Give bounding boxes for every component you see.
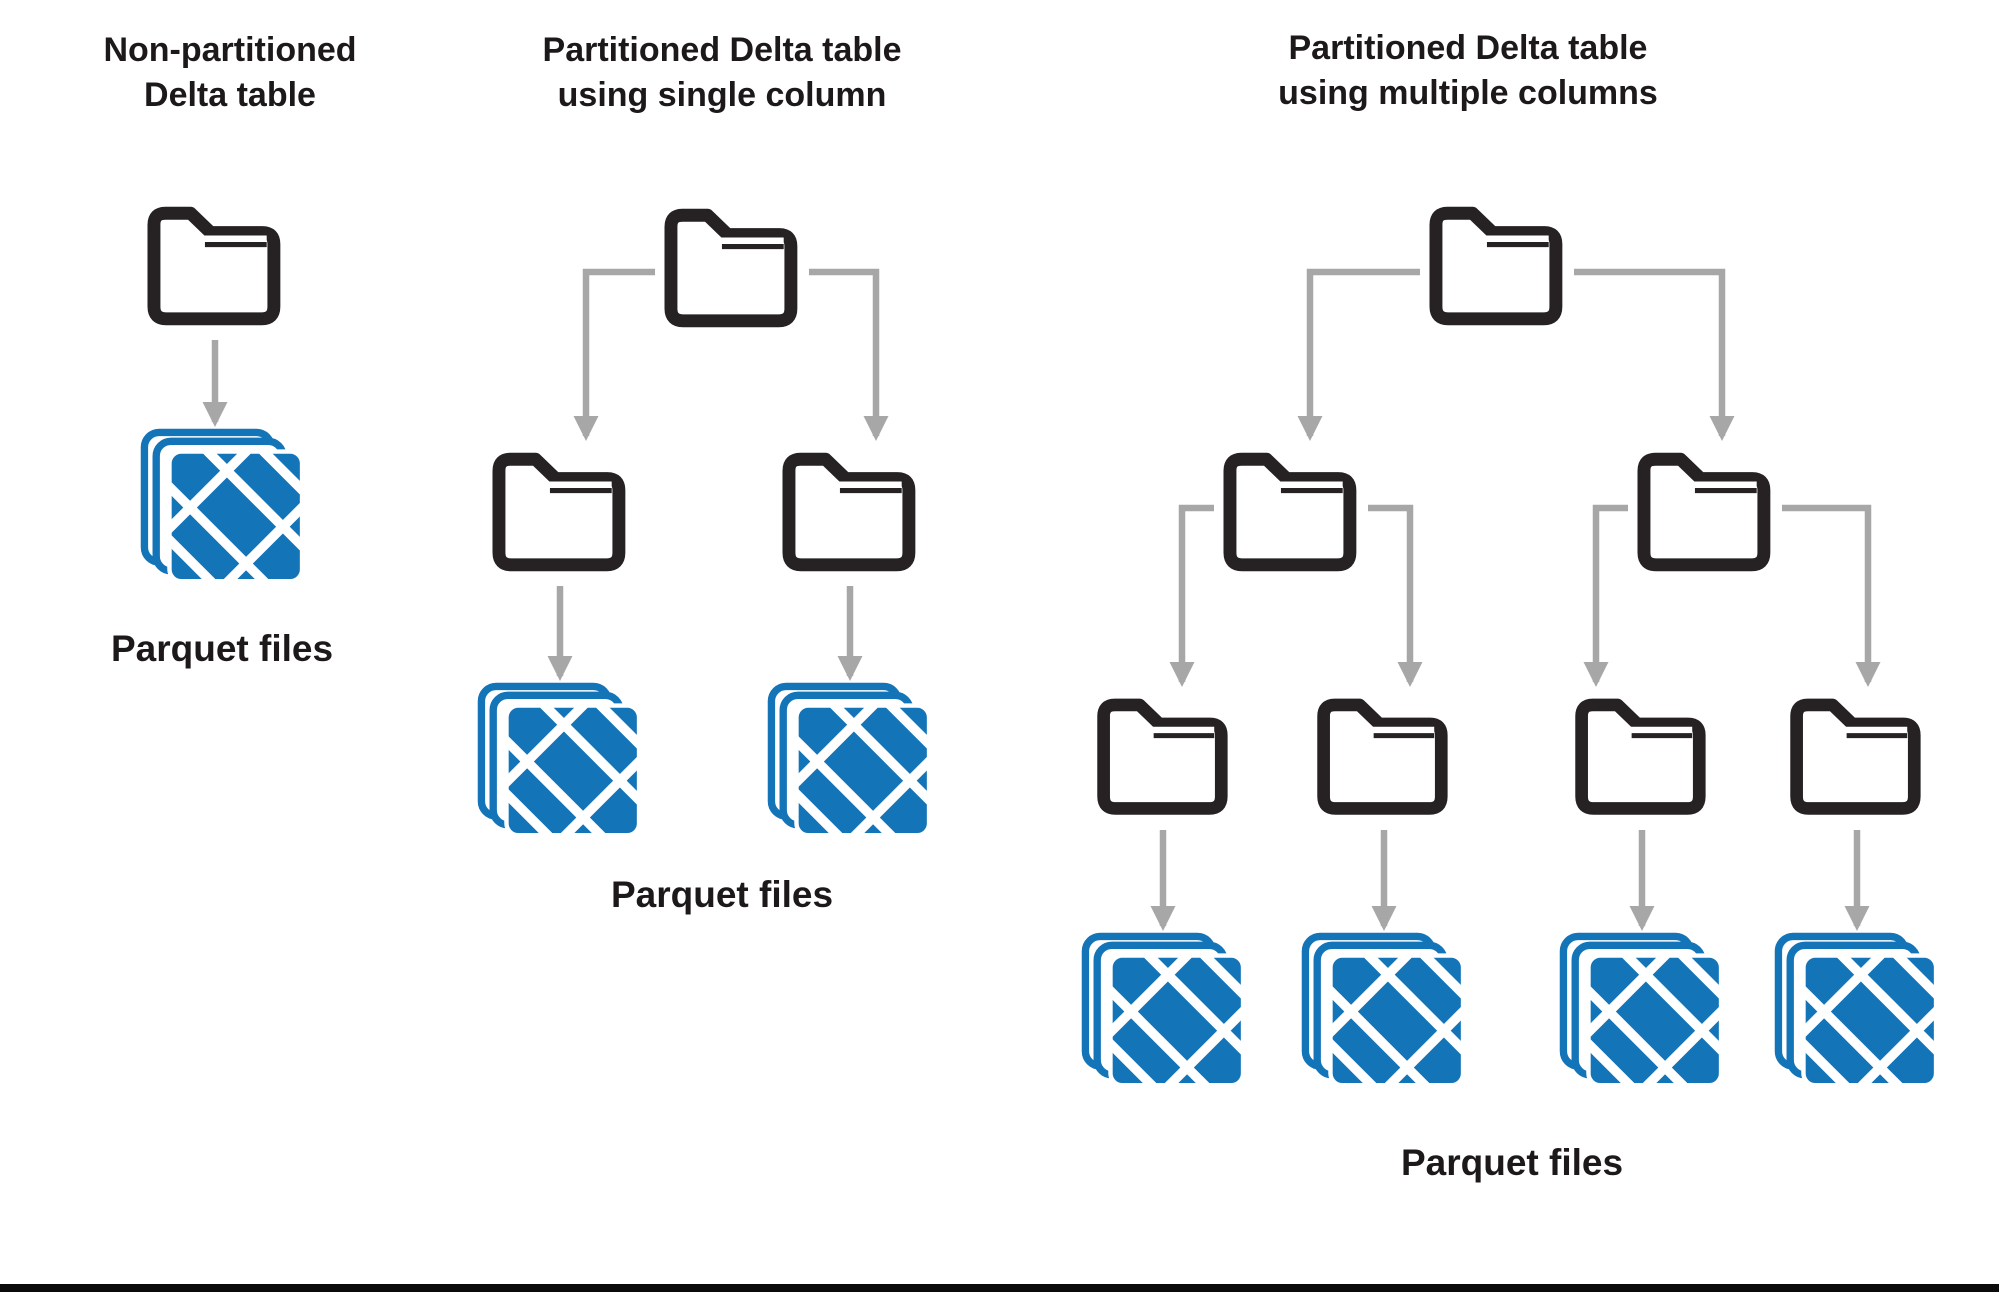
arrow-c3-l2a-to-f1 xyxy=(1169,504,1214,687)
parquet-files-label: Parquet files xyxy=(1400,1142,1624,1183)
parquet-files-icon xyxy=(1301,932,1466,1088)
title-line: Partitioned Delta table xyxy=(1288,29,1648,67)
folder-icon xyxy=(1626,442,1784,583)
column-title-single-column: Partitioned Delta table using single col… xyxy=(543,28,902,118)
parquet-files-icon xyxy=(1081,932,1246,1088)
parquet-files-label: Parquet files xyxy=(110,628,334,669)
arrow-c3-root-to-left xyxy=(1297,268,1420,441)
parquet-files-icon xyxy=(1559,932,1724,1088)
folder-icon xyxy=(136,196,294,337)
title-line: using single column xyxy=(557,76,887,114)
folder-icon xyxy=(1086,688,1241,826)
title-line: Non-partitioned xyxy=(103,31,357,69)
folder-icon xyxy=(1779,688,1934,826)
parquet-files-label: Parquet files xyxy=(610,874,834,915)
folder-icon xyxy=(1306,688,1461,826)
arrow-c2-root-to-right xyxy=(809,268,889,441)
folder-icon xyxy=(1212,442,1370,583)
column-title-multiple-columns: Partitioned Delta table using multiple c… xyxy=(1278,26,1658,116)
parquet-files-icon xyxy=(1774,932,1939,1088)
parquet-files-icon xyxy=(477,682,642,838)
arrow-c3-l2a-to-f2 xyxy=(1368,504,1423,687)
title-line: Partitioned Delta table xyxy=(542,31,902,69)
folder-icon xyxy=(1418,196,1576,337)
folder-icon xyxy=(771,442,929,583)
arrow-c3-l2b-to-f4 xyxy=(1782,504,1881,687)
title-line: using multiple columns xyxy=(1278,74,1658,112)
parquet-files-icon xyxy=(140,428,305,584)
bottom-rule-divider xyxy=(0,1284,1999,1292)
folder-icon xyxy=(481,442,639,583)
folder-icon xyxy=(1564,688,1719,826)
arrow-c3-l2b-to-f3 xyxy=(1583,504,1628,687)
arrow-c2-root-to-left xyxy=(573,268,655,441)
folder-icon xyxy=(653,198,811,339)
arrow-c3-root-to-right xyxy=(1574,268,1735,441)
column-title-non-partitioned: Non-partitioned Delta table xyxy=(103,28,356,118)
title-line: Delta table xyxy=(144,76,316,114)
parquet-files-icon xyxy=(767,682,932,838)
